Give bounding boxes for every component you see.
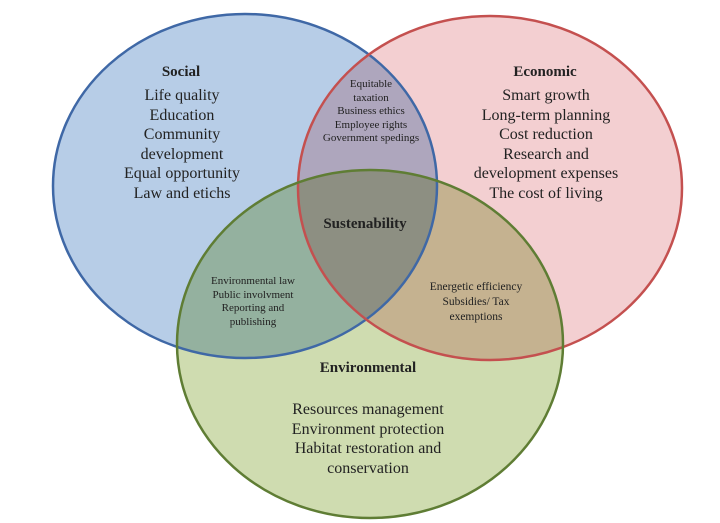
social-circle-outline (51, 12, 439, 360)
list-item: Community (143, 126, 221, 143)
environmental-circle-outline (175, 168, 565, 520)
list-item: Life quality (144, 87, 220, 104)
list-item: Energetic efficiency (429, 281, 523, 293)
list-item: Equitable (349, 78, 393, 90)
list-item: conservation (327, 459, 409, 477)
list-item: Law and etichs (133, 184, 231, 202)
list-item: Government spedings (322, 132, 420, 144)
social-title: Social (161, 64, 201, 80)
list-item: Research and (503, 145, 589, 163)
list-item: exemptions (449, 311, 503, 323)
list-item: development (140, 145, 224, 163)
environmental-title: Environmental (319, 360, 417, 376)
center-title: Sustenability (323, 216, 407, 232)
list-item: Business ethics (337, 105, 405, 117)
list-item: The cost of living (489, 184, 603, 202)
list-item: Equal opportunity (124, 165, 240, 182)
list-item: Subsidies/ Tax (442, 296, 510, 308)
list-item: Employee rights (334, 118, 408, 131)
list-item: Long-term planning (481, 106, 611, 124)
environmental-circle (177, 170, 563, 518)
list-item: development expenses (473, 165, 619, 182)
list-item: Public involvment (212, 288, 294, 301)
list-item: Cost reduction (499, 126, 593, 143)
list-item: Smart growth (502, 87, 590, 104)
list-item: Environmental law (210, 275, 296, 287)
list-item: Habitat restoration and (294, 440, 442, 457)
list-item: Resources management (292, 401, 444, 418)
list-item: Reporting and (221, 302, 285, 314)
list-item: publishing (229, 315, 277, 328)
list-item: taxation (353, 91, 389, 104)
economic-circle-outline (296, 14, 684, 362)
economic-title: Economic (513, 64, 577, 80)
list-item: Education (149, 106, 215, 124)
list-item: Environment protection (291, 420, 445, 438)
